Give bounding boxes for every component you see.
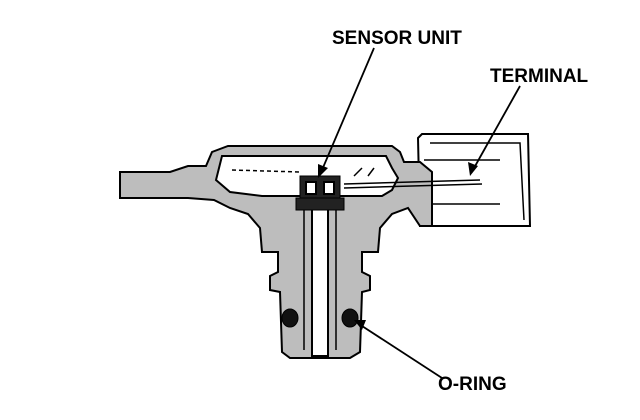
o-ring-right <box>341 308 359 328</box>
terminal-arrowhead <box>468 162 478 176</box>
sensor-unit-arrowhead <box>318 164 328 178</box>
o-ring-label: O-RING <box>438 374 507 395</box>
terminal-pin <box>343 167 483 189</box>
o-ring-arrowhead <box>354 320 366 330</box>
sensor-unit-element <box>295 175 345 211</box>
o-ring-leader <box>361 325 443 379</box>
internal-dashed-line <box>231 169 301 173</box>
sensor-unit-leader <box>321 47 375 171</box>
sensor-body <box>119 145 433 359</box>
terminal-leader <box>473 85 521 169</box>
o-rings <box>281 308 359 328</box>
sensor-unit-label: SENSOR UNIT <box>332 28 462 49</box>
terminal-label: TERMINAL <box>490 66 589 87</box>
o-ring-left <box>281 308 299 328</box>
